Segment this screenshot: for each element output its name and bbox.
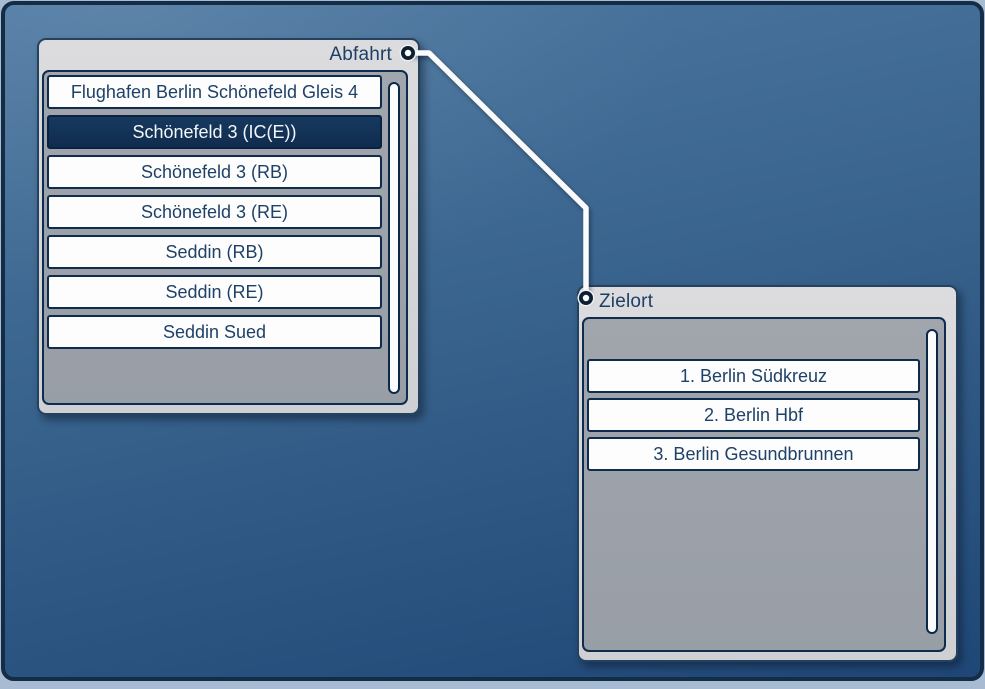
connection-layer	[399, 44, 595, 307]
destination-station-list: 1. Berlin Südkreuz 2. Berlin Hbf 3. Berl…	[582, 317, 946, 652]
list-item[interactable]: Seddin (RE)	[47, 275, 382, 309]
departure-station-list: Flughafen Berlin Schönefeld Gleis 4 Schö…	[42, 70, 408, 405]
departure-panel-header: Abfahrt	[39, 40, 418, 70]
departure-scrollbar-thumb[interactable]	[388, 82, 400, 394]
list-item[interactable]: 1. Berlin Südkreuz	[587, 359, 920, 393]
destination-input-port-icon[interactable]	[577, 289, 595, 307]
destination-station-items: 1. Berlin Südkreuz 2. Berlin Hbf 3. Berl…	[587, 322, 920, 471]
departure-station-items: Flughafen Berlin Schönefeld Gleis 4 Schö…	[47, 75, 382, 349]
list-item[interactable]: 3. Berlin Gesundbrunnen	[587, 437, 920, 471]
list-item[interactable]: Seddin Sued	[47, 315, 382, 349]
list-item[interactable]: Flughafen Berlin Schönefeld Gleis 4	[47, 75, 382, 109]
list-item[interactable]: Schönefeld 3 (RE)	[47, 195, 382, 229]
departure-panel-title: Abfahrt	[329, 44, 392, 65]
list-item[interactable]: Schönefeld 3 (RB)	[47, 155, 382, 189]
destination-panel-title: Zielort	[599, 291, 654, 312]
list-item[interactable]: Schönefeld 3 (IC(E))	[47, 115, 382, 149]
connection-wire[interactable]	[405, 50, 589, 301]
list-item[interactable]: 2. Berlin Hbf	[587, 398, 920, 432]
departure-output-port-icon[interactable]	[399, 44, 417, 62]
destination-panel-header: Zielort	[579, 287, 956, 317]
destination-scrollbar-thumb[interactable]	[926, 329, 938, 634]
list-item[interactable]: Seddin (RB)	[47, 235, 382, 269]
departure-panel[interactable]: Abfahrt Flughafen Berlin Schönefeld Glei…	[37, 38, 420, 415]
destination-panel[interactable]: Zielort 1. Berlin Südkreuz 2. Berlin Hbf…	[577, 285, 958, 662]
